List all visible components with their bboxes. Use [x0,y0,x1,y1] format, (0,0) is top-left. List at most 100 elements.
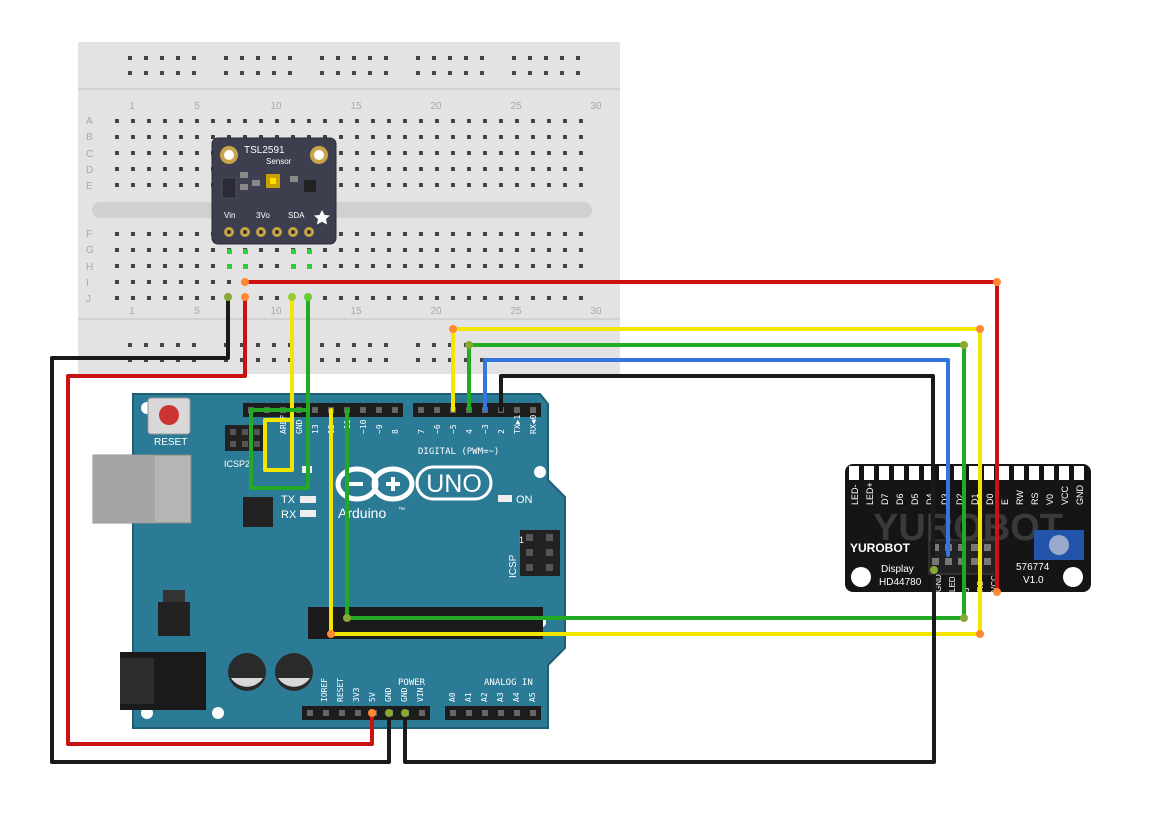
terminal-hole [131,183,135,187]
terminal-hole [515,119,519,123]
mounting-hole [851,567,871,587]
terminal-hole [467,248,471,252]
terminal-hole [195,264,199,268]
lcd-header-pin [1014,466,1024,480]
terminal-hole [499,296,503,300]
terminal-hole [547,264,551,268]
sensor-subtitle: Sensor [266,157,292,166]
terminal-hole [163,167,167,171]
lcd-side-pin [945,558,952,565]
bottom-header-pins [307,710,536,716]
analog-pin-label: A4 [512,692,521,702]
terminal-hole [195,183,199,187]
lcd-pin-label: LED- [850,484,860,505]
lcd-pin-label: D2 [955,493,965,505]
header-pin [514,710,520,716]
header-pin [307,710,313,716]
terminal-hole [115,135,119,139]
potentiometer-knob-icon [1049,535,1069,555]
terminal-hole [403,232,407,236]
lcd-pin-label: D7 [880,493,890,505]
column-number: 20 [430,101,442,112]
rail-hole [240,56,244,60]
header-pin [530,710,536,716]
rail-hole [192,343,196,347]
terminal-hole [387,167,391,171]
header-pin [254,441,260,447]
wire-end [401,709,409,717]
terminal-hole [451,119,455,123]
terminal-hole [131,151,135,155]
digital-pin-label: ~3 [481,424,490,434]
analog-header [445,706,541,720]
tx-led [300,496,316,503]
terminal-hole [483,248,487,252]
row-letter: I [86,278,89,289]
wire-end [976,325,984,333]
connected-hole [307,264,312,269]
terminal-hole [547,151,551,155]
lcd-pin-label: GND [1075,485,1085,506]
rail-hole [352,71,356,75]
capacitor-top [278,678,310,687]
analog-pin-label: A5 [528,692,537,702]
center-channel [92,202,592,218]
terminal-hole [227,119,231,123]
rail-hole [544,56,548,60]
lcd-side-pin [932,558,939,565]
wire-end [368,709,376,717]
arduino-infinity-logo-icon [335,466,415,502]
tx-label: TX [281,494,296,506]
tsl2591-sensor[interactable]: TSL2591 Sensor Vin 3Vo SDA [211,137,337,245]
rail-hole [416,56,420,60]
terminal-hole [403,167,407,171]
wire-end [993,278,1001,286]
connected-hole [307,249,312,254]
lcd-side-pin-label: GND [934,574,943,592]
lcd-header-pin [954,466,964,480]
rail-hole [336,343,340,347]
header-pin [434,407,440,413]
terminal-hole [547,248,551,252]
terminal-hole [451,167,455,171]
digital-pin-label: ~5 [449,424,458,434]
regulator-chip [221,177,237,199]
rail-hole [384,56,388,60]
rail-hole [368,343,372,347]
terminal-hole [403,151,407,155]
part-number-label: 576774 [1016,562,1050,573]
transistor-chip [304,180,316,192]
header-pin [546,534,553,541]
connected-hole [227,249,232,254]
rail-hole [128,56,132,60]
header-pin [514,407,520,413]
rail-hole [576,56,580,60]
power-header [302,706,430,720]
wire-end [304,293,312,301]
header-pin [418,407,424,413]
terminal-hole [435,232,439,236]
header-pin [242,441,248,447]
terminal-hole [499,119,503,123]
terminal-hole [323,296,327,300]
rail-hole [336,71,340,75]
wire-blue-pin3-to-lcd [483,358,950,557]
digital-pin-label: 13 [311,424,320,434]
terminal-hole [259,264,263,268]
rail-hole [448,343,452,347]
rail-hole [368,358,372,362]
terminal-hole [163,151,167,155]
rail-hole [480,56,484,60]
lcd-header-pin [909,466,919,480]
header-pin [526,549,533,556]
terminal-hole [515,135,519,139]
terminal-hole [451,183,455,187]
power-pin-label: 5V [368,692,377,702]
terminal-hole [499,151,503,155]
smd-component [290,176,298,182]
reset-button[interactable] [159,405,179,425]
column-number: 20 [430,306,442,317]
terminal-hole [563,296,567,300]
